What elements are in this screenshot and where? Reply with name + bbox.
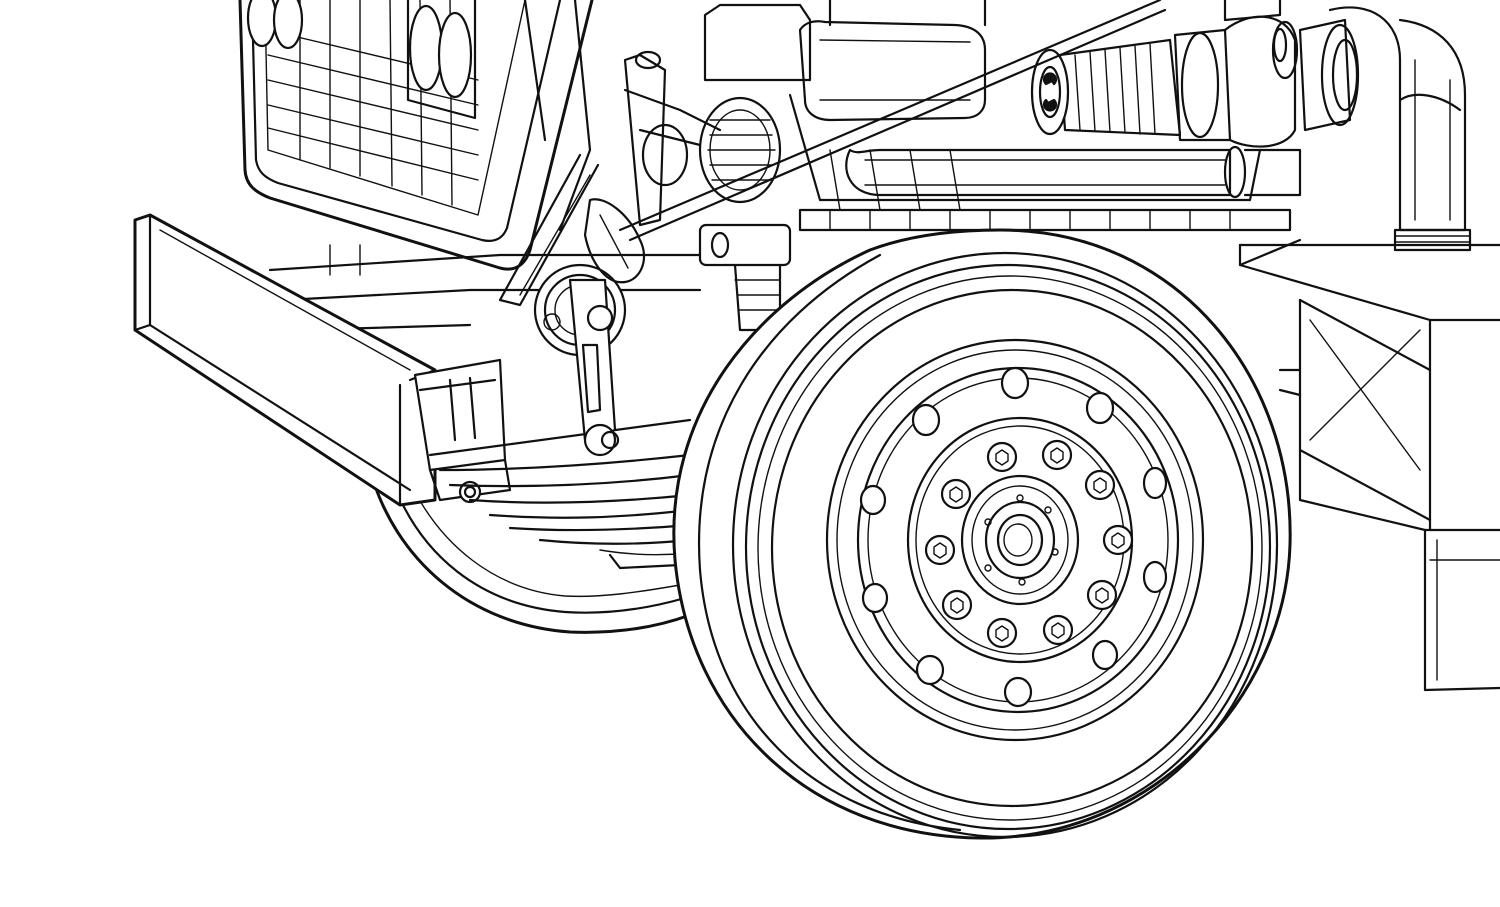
shock-absorber	[533, 198, 646, 457]
turbocharger	[1173, 0, 1360, 148]
alternator	[623, 50, 792, 332]
air-filter	[1030, 38, 1182, 137]
front-wheel	[672, 228, 1292, 840]
lug-nut	[940, 478, 972, 510]
lug-nut	[1042, 614, 1074, 646]
front-grille	[238, 0, 600, 307]
tie-rod	[618, 0, 1167, 242]
rim-holes	[859, 366, 1168, 708]
lug-nut	[986, 441, 1018, 473]
rear-wheel	[368, 468, 692, 634]
bumper-bracket	[413, 358, 512, 504]
exhaust-pipe	[1328, 6, 1472, 252]
lug-nut	[924, 534, 956, 566]
front-bumper	[133, 213, 437, 507]
lug-nut	[1041, 439, 1073, 471]
lug-nut	[1086, 579, 1118, 611]
lug-nut	[1102, 524, 1134, 556]
lug-nut	[986, 617, 1018, 649]
lug-nut	[1084, 469, 1116, 501]
engine	[703, 0, 1302, 232]
lug-nuts	[924, 439, 1134, 649]
lug-nut	[941, 589, 973, 621]
